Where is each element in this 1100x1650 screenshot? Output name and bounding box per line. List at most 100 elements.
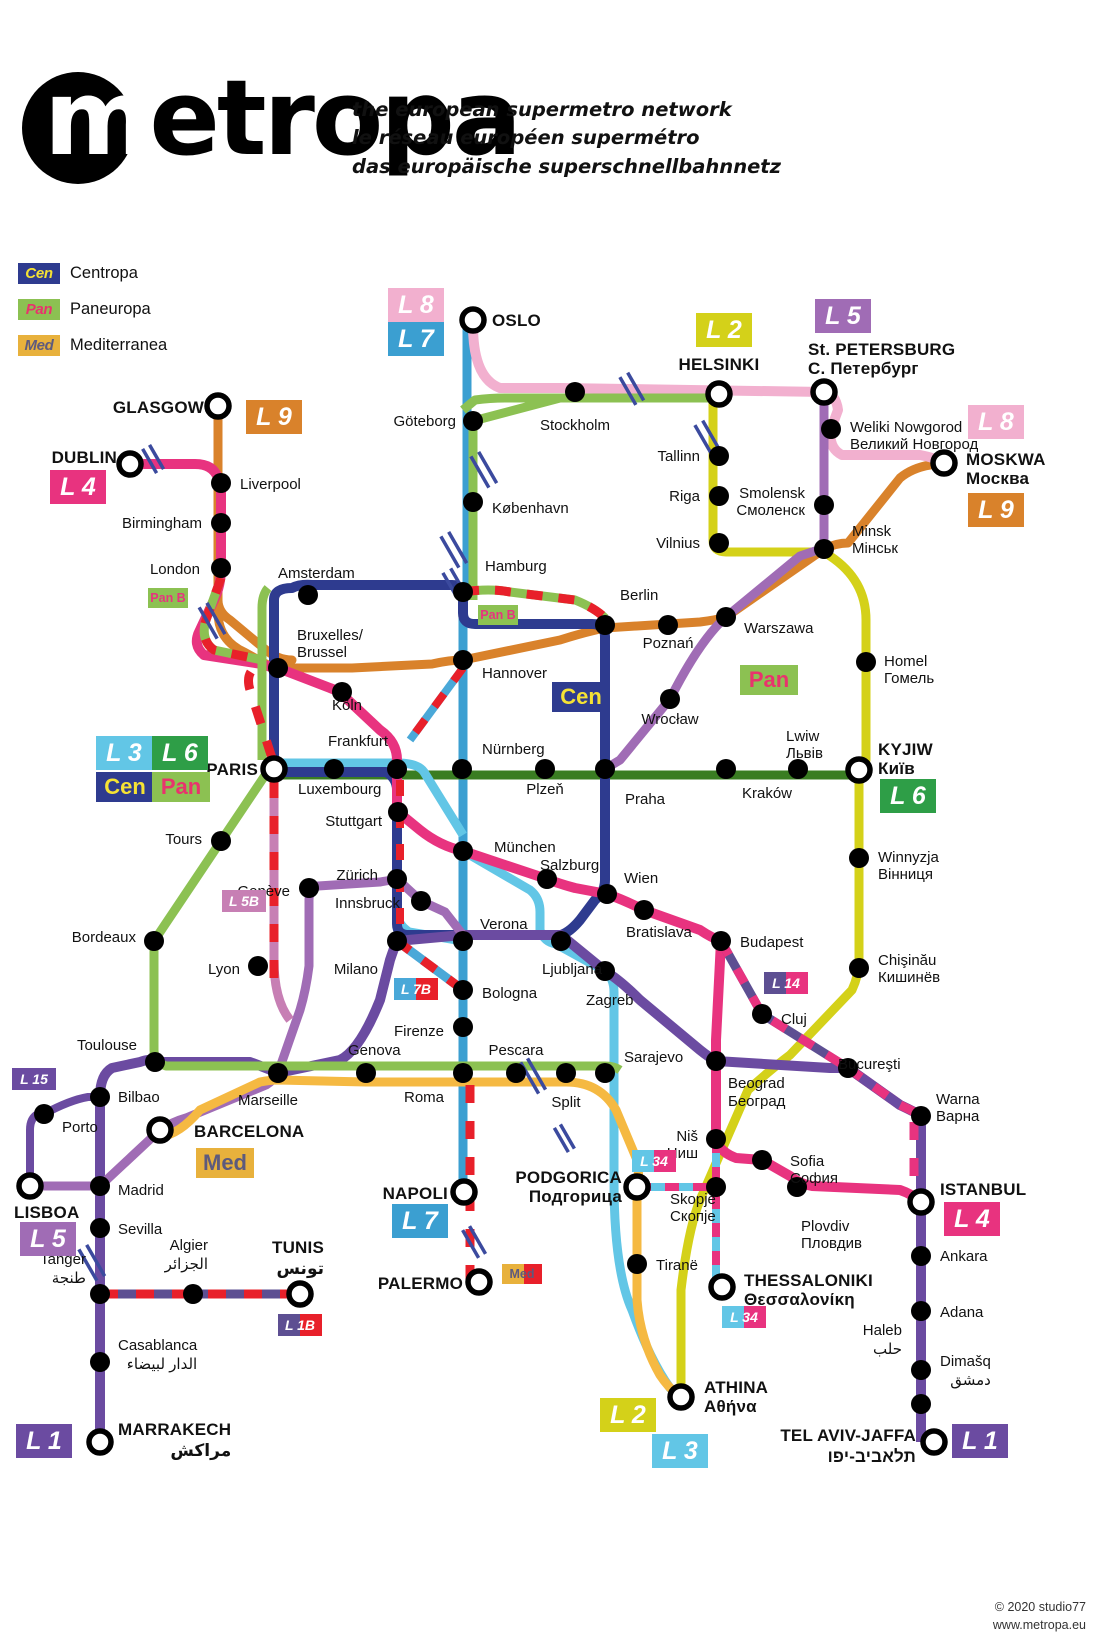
station-dot-ljubljana[interactable] — [551, 931, 571, 951]
interchange-dot-podgorica[interactable] — [623, 1173, 651, 1201]
station-dot-dima-q[interactable] — [911, 1394, 931, 1414]
station-dot-adana[interactable] — [911, 1301, 931, 1321]
interchange-dot-thessaloniki[interactable] — [708, 1273, 736, 1301]
station-dot-winnyzja[interactable] — [849, 848, 869, 868]
station-dot-london[interactable] — [211, 558, 231, 578]
interchange-dot-glasgow[interactable] — [204, 392, 232, 420]
station-dot-tallinn[interactable] — [709, 446, 729, 466]
interchange-dot-palermo[interactable] — [465, 1268, 493, 1296]
line-badge-L5-lisboa[interactable]: L 5 — [20, 1222, 76, 1256]
station-dot-madrid[interactable] — [90, 1176, 110, 1196]
line-badge-L1-marrakech[interactable]: L 1 — [16, 1424, 72, 1458]
station-dot-cluj[interactable] — [752, 1004, 772, 1024]
line-badge-L3-paris[interactable]: L 3 — [96, 736, 152, 770]
line-badge-L34-thessaloniki[interactable]: L 34 — [722, 1306, 766, 1328]
station-dot-verona[interactable] — [453, 931, 473, 951]
interchange-dot-dublin[interactable] — [116, 450, 144, 478]
line-badge-L9-moskwa[interactable]: L 9 — [968, 493, 1024, 527]
station-dot-marseille[interactable] — [268, 1063, 288, 1083]
station-dot-wien[interactable] — [597, 884, 617, 904]
station-dot-porto[interactable] — [34, 1104, 54, 1124]
station-dot-sofia[interactable] — [752, 1150, 772, 1170]
line-badge-L5B-paris[interactable]: L 5B — [222, 890, 266, 912]
station-dot-bordeaux[interactable] — [144, 931, 164, 951]
station-dot-innsbruck[interactable] — [411, 891, 431, 911]
interchange-dot-tel-aviv-jaffa[interactable] — [920, 1428, 948, 1456]
station-dot-plze-[interactable] — [535, 759, 555, 779]
station-dot-bratislava[interactable] — [634, 900, 654, 920]
line-badge-L9-glasgow[interactable]: L 9 — [246, 400, 302, 434]
interchange-dot-moskwa[interactable] — [930, 449, 958, 477]
station-dot-birmingham[interactable] — [211, 513, 231, 533]
station-dot-liverpool[interactable] — [211, 473, 231, 493]
interchange-dot-tunis[interactable] — [286, 1280, 314, 1308]
station-dot-ankara[interactable] — [911, 1246, 931, 1266]
station-dot-k-ln[interactable] — [332, 682, 352, 702]
station-dot-weliki-nowgorod[interactable] — [821, 419, 841, 439]
interchange-dot-helsinki[interactable] — [705, 380, 733, 408]
station-dot-skopje[interactable] — [706, 1177, 726, 1197]
interchange-dot-paris[interactable] — [260, 755, 288, 783]
station-dot-split[interactable] — [556, 1063, 576, 1083]
station-dot-pozna-[interactable] — [658, 615, 678, 635]
line-badge-L8-moskwa[interactable]: L 8 — [968, 405, 1024, 439]
station-dot-frankfurt[interactable] — [387, 759, 407, 779]
line-badge-L4-istanbul[interactable]: L 4 — [944, 1202, 1000, 1236]
station-dot-bruxelles-[interactable] — [268, 658, 288, 678]
line-badge-L2-helsinki[interactable]: L 2 — [696, 313, 752, 347]
station-dot-minsk[interactable] — [814, 539, 834, 559]
line-badge-L7B-milano[interactable]: L 7B — [394, 978, 438, 1000]
line-badge-L3-athina[interactable]: L 3 — [652, 1434, 708, 1468]
station-dot-sarajevo[interactable] — [595, 1063, 615, 1083]
station-dot-bilbao[interactable] — [90, 1087, 110, 1107]
station-dot-budapest[interactable] — [711, 931, 731, 951]
station-dot-riga[interactable] — [709, 486, 729, 506]
line-badge-L2-athina[interactable]: L 2 — [600, 1398, 656, 1432]
station-dot-firenze[interactable] — [453, 1017, 473, 1037]
station-dot-smolensk[interactable] — [814, 495, 834, 515]
station-dot-bucure-ti[interactable] — [838, 1058, 858, 1078]
station-dot-luxembourg[interactable] — [324, 759, 344, 779]
station-dot-warszawa[interactable] — [716, 607, 736, 627]
station-dot-gen-ve[interactable] — [299, 878, 319, 898]
line-badge-L5-petersburg[interactable]: L 5 — [815, 299, 871, 333]
station-dot-genova[interactable] — [356, 1063, 376, 1083]
station-dot-toulouse[interactable] — [145, 1052, 165, 1072]
station-dot-plovdiv[interactable] — [787, 1177, 807, 1197]
station-dot-tanger[interactable] — [90, 1284, 110, 1304]
station-dot-ni-[interactable] — [706, 1129, 726, 1149]
station-dot-haleb[interactable] — [911, 1360, 931, 1380]
station-dot-tiran-[interactable] — [627, 1254, 647, 1274]
station-dot-stuttgart[interactable] — [388, 802, 408, 822]
station-dot-berlin[interactable] — [595, 615, 615, 635]
station-dot-bologna[interactable] — [453, 980, 473, 1000]
station-dot-warna[interactable] — [911, 1106, 931, 1126]
station-dot-sevilla[interactable] — [90, 1218, 110, 1238]
station-dot-hannover[interactable] — [453, 650, 473, 670]
interchange-dot-napoli[interactable] — [450, 1178, 478, 1206]
station-dot-roma[interactable] — [453, 1063, 473, 1083]
station-dot-krak-w[interactable] — [716, 759, 736, 779]
interchange-dot-istanbul[interactable] — [907, 1188, 935, 1216]
station-dot-casablanca[interactable] — [90, 1352, 110, 1372]
station-dot-algier[interactable] — [183, 1284, 203, 1304]
line-badge-L34-skopje[interactable]: L 34 — [632, 1150, 676, 1172]
interchange-dot-barcelona[interactable] — [146, 1116, 174, 1144]
station-dot-milano[interactable] — [387, 931, 407, 951]
line-badge-L8-oslo[interactable]: L 8 — [388, 288, 444, 322]
line-badge-L1-telaviv[interactable]: L 1 — [952, 1424, 1008, 1458]
station-dot-hamburg[interactable] — [453, 582, 473, 602]
station-dot-homel[interactable] — [856, 652, 876, 672]
interchange-dot-st-petersburg[interactable] — [810, 378, 838, 406]
interchange-dot-oslo[interactable] — [459, 306, 487, 334]
station-dot-vilnius[interactable] — [709, 533, 729, 553]
station-dot-chi-in-u[interactable] — [849, 958, 869, 978]
station-dot-praha[interactable] — [595, 759, 615, 779]
interchange-dot-marrakech[interactable] — [86, 1428, 114, 1456]
station-dot-m-nchen[interactable] — [453, 841, 473, 861]
station-dot-tours[interactable] — [211, 831, 231, 851]
station-dot-stockholm[interactable] — [565, 382, 585, 402]
station-dot-g-teborg[interactable] — [463, 411, 483, 431]
station-dot-beograd[interactable] — [706, 1051, 726, 1071]
station-dot-amsterdam[interactable] — [298, 585, 318, 605]
